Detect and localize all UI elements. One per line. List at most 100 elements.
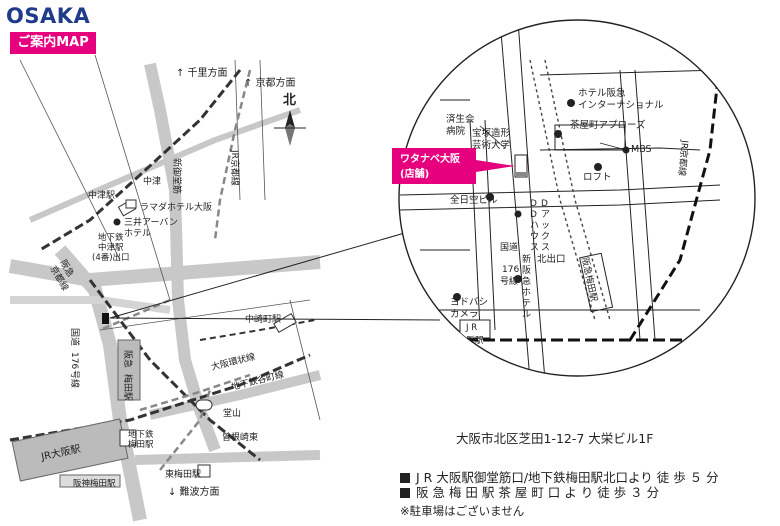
city-title: OSAKA — [6, 4, 91, 28]
overview-map: 北 ↑ 千里方面 ↑ 京都方面 ↓ 難波方面 中津駅 中津 ラマダホテル大阪 三… — [8, 54, 441, 522]
access-text-jr: J R 大阪駅御堂筋口/地下鉄梅田駅北口より 徒 歩 ５ 分 — [416, 470, 719, 485]
detail-route176-label-2: 176 — [502, 265, 519, 275]
osaka-loop-label: 大阪環状線 — [210, 350, 257, 373]
abc-label-3: ッ — [541, 221, 550, 231]
overview-rail-subway — [139, 373, 251, 412]
access-info: J R 大阪駅御堂筋口/地下鉄梅田駅北口より 徒 歩 ５ 分 阪 急 梅 田 駅… — [400, 470, 719, 500]
subway-exit-label-3: (4番)出口 — [92, 252, 130, 263]
zennikku-dot — [486, 193, 494, 201]
yodobashi-label-1: ヨドバシ — [450, 297, 488, 308]
abc-label-2: ア — [541, 210, 550, 220]
chayamachi-building — [554, 124, 626, 151]
to-namba-label: ↓ 難波方面 — [168, 485, 220, 498]
dojima-mark — [195, 399, 213, 411]
access-line-jr: J R 大阪駅御堂筋口/地下鉄梅田駅北口より 徒 歩 ５ 分 — [400, 470, 719, 485]
mitsui-label-2: ホテル — [124, 228, 151, 239]
takarazuka-label-1: 宝塚造形 — [472, 127, 511, 139]
nakatsu-label: 中津 — [143, 175, 161, 187]
abc-label-5: ス — [541, 243, 550, 253]
nakazakicho-label: 中崎町駅 — [245, 313, 281, 325]
subway-umeda-mark — [119, 429, 137, 447]
ddhouse-dot — [514, 210, 522, 218]
parking-note: ※駐車場はございません — [400, 504, 525, 518]
shin-hankyu-label-6: ル — [522, 310, 531, 320]
callout-line — [109, 317, 441, 321]
callout-box — [392, 148, 476, 184]
guide-map-badge: ご案内MAP — [10, 32, 96, 54]
overview-road — [148, 370, 322, 420]
dd-label-3: ハ — [530, 221, 539, 231]
shin-midosuji-label: 新御堂筋 — [171, 158, 183, 194]
sonezaki-label: 曾根崎東 — [222, 431, 258, 443]
callout-name: ワタナベ大阪 — [400, 152, 461, 165]
overview-rail-jr — [39, 69, 242, 252]
detail-jr-kyoto-label: JR京都線 — [676, 139, 691, 177]
hanshin-building — [59, 474, 121, 488]
shin-hankyu-label-5: テ — [522, 298, 531, 309]
takarazuka-label-2: 芸術大学 — [472, 139, 510, 151]
north-label: 北 — [283, 93, 296, 108]
dd-label-2: D — [530, 210, 537, 220]
hotel-hankyu-label-2: インターナショナル — [578, 100, 664, 111]
overview-road — [134, 450, 321, 465]
hankyu-umeda-label-2: 梅田駅 — [122, 374, 134, 401]
abc-label-1: D — [541, 199, 548, 209]
overview-road — [10, 296, 171, 314]
hotel-hankyu-dot — [567, 99, 575, 107]
hankyu-umeda-building — [117, 339, 141, 401]
shin-hankyu-label-3: 急 — [522, 275, 531, 287]
dojima-label: 堂山 — [223, 407, 241, 419]
higashi-umeda-mark — [197, 464, 211, 478]
address-text: 大阪市北区芝田1-12-7 大栄ビル1F — [456, 431, 654, 446]
callout-pointer — [476, 160, 515, 172]
overview-rail-subway — [99, 298, 171, 332]
compass: 北 — [274, 93, 306, 146]
route176-label-2: 176 — [69, 352, 79, 369]
jr-osaka-station-label-2: 大阪駅 — [458, 335, 484, 346]
access-text-hankyu: 阪 急 梅 田 駅 茶 屋 町 口 よ り 徒 歩 ３ 分 — [416, 485, 660, 500]
saiseikai-label-1: 済生会 — [446, 113, 475, 125]
hotel-hankyu-label-1: ホテル阪急 — [578, 87, 626, 99]
loft-dot — [594, 163, 602, 171]
hankyu-umeda-label-1: 阪急 — [122, 350, 134, 368]
detail-street — [539, 147, 701, 151]
detail-route176-label-1: 国道 — [500, 241, 518, 253]
yodobashi-dot — [453, 293, 461, 301]
to-kyoto-label: ↑ 京都方面 — [244, 76, 296, 89]
overview-street — [19, 54, 321, 421]
destination-marker — [102, 313, 109, 324]
shin-hankyu-hotel-dot — [514, 275, 522, 283]
to-senri-label: ↑ 千里方面 — [176, 66, 228, 79]
mitsui-label-1: 三井アーバン — [124, 216, 178, 228]
detail-street — [399, 184, 721, 196]
callout-line — [109, 229, 416, 319]
access-line-hankyu: 阪 急 梅 田 駅 茶 屋 町 口 よ り 徒 歩 ３ 分 — [400, 485, 719, 500]
saiseikai-leader — [479, 125, 506, 149]
nakatsu-station-label: 中津駅 — [88, 189, 115, 201]
abc-label-4: ク — [541, 231, 550, 242]
shin-hankyu-label-2: 阪 — [522, 265, 531, 276]
jr-kyoto-line-label: JR京都線 — [229, 149, 241, 186]
yodobashi-label-2: カメラ — [450, 309, 479, 320]
mbs-label: MBS — [631, 144, 652, 155]
shin-hankyu-label-1: 新 — [522, 253, 531, 265]
mbs-leader — [599, 142, 627, 151]
applause-label: 茶屋町アプローズ — [570, 119, 646, 131]
higashi-umeda-label: 東梅田駅 — [165, 468, 201, 480]
detail-street — [539, 69, 721, 76]
detail-route176-label-3: 号線 — [500, 275, 518, 287]
zennikku-label: 全日空ビル — [450, 194, 498, 206]
route176-label-3: 号線 — [69, 370, 81, 388]
route176-label-1: 国道 — [69, 328, 81, 346]
compass-north-icon — [285, 110, 295, 128]
overview-rail-loop — [9, 353, 311, 442]
dd-label-4: ウ — [530, 231, 539, 242]
detail-circle — [398, 19, 756, 377]
hanshin-umeda-label: 阪神梅田駅 — [73, 478, 116, 489]
detail-street — [484, 119, 496, 331]
detail-map: ホテル阪急 インターナショナル 茶屋町アプローズ MBS ロフト 済生会 病院 … — [392, 19, 756, 377]
hankyu-umeda-station-box — [579, 252, 614, 313]
overview-rail-jr — [88, 279, 261, 462]
